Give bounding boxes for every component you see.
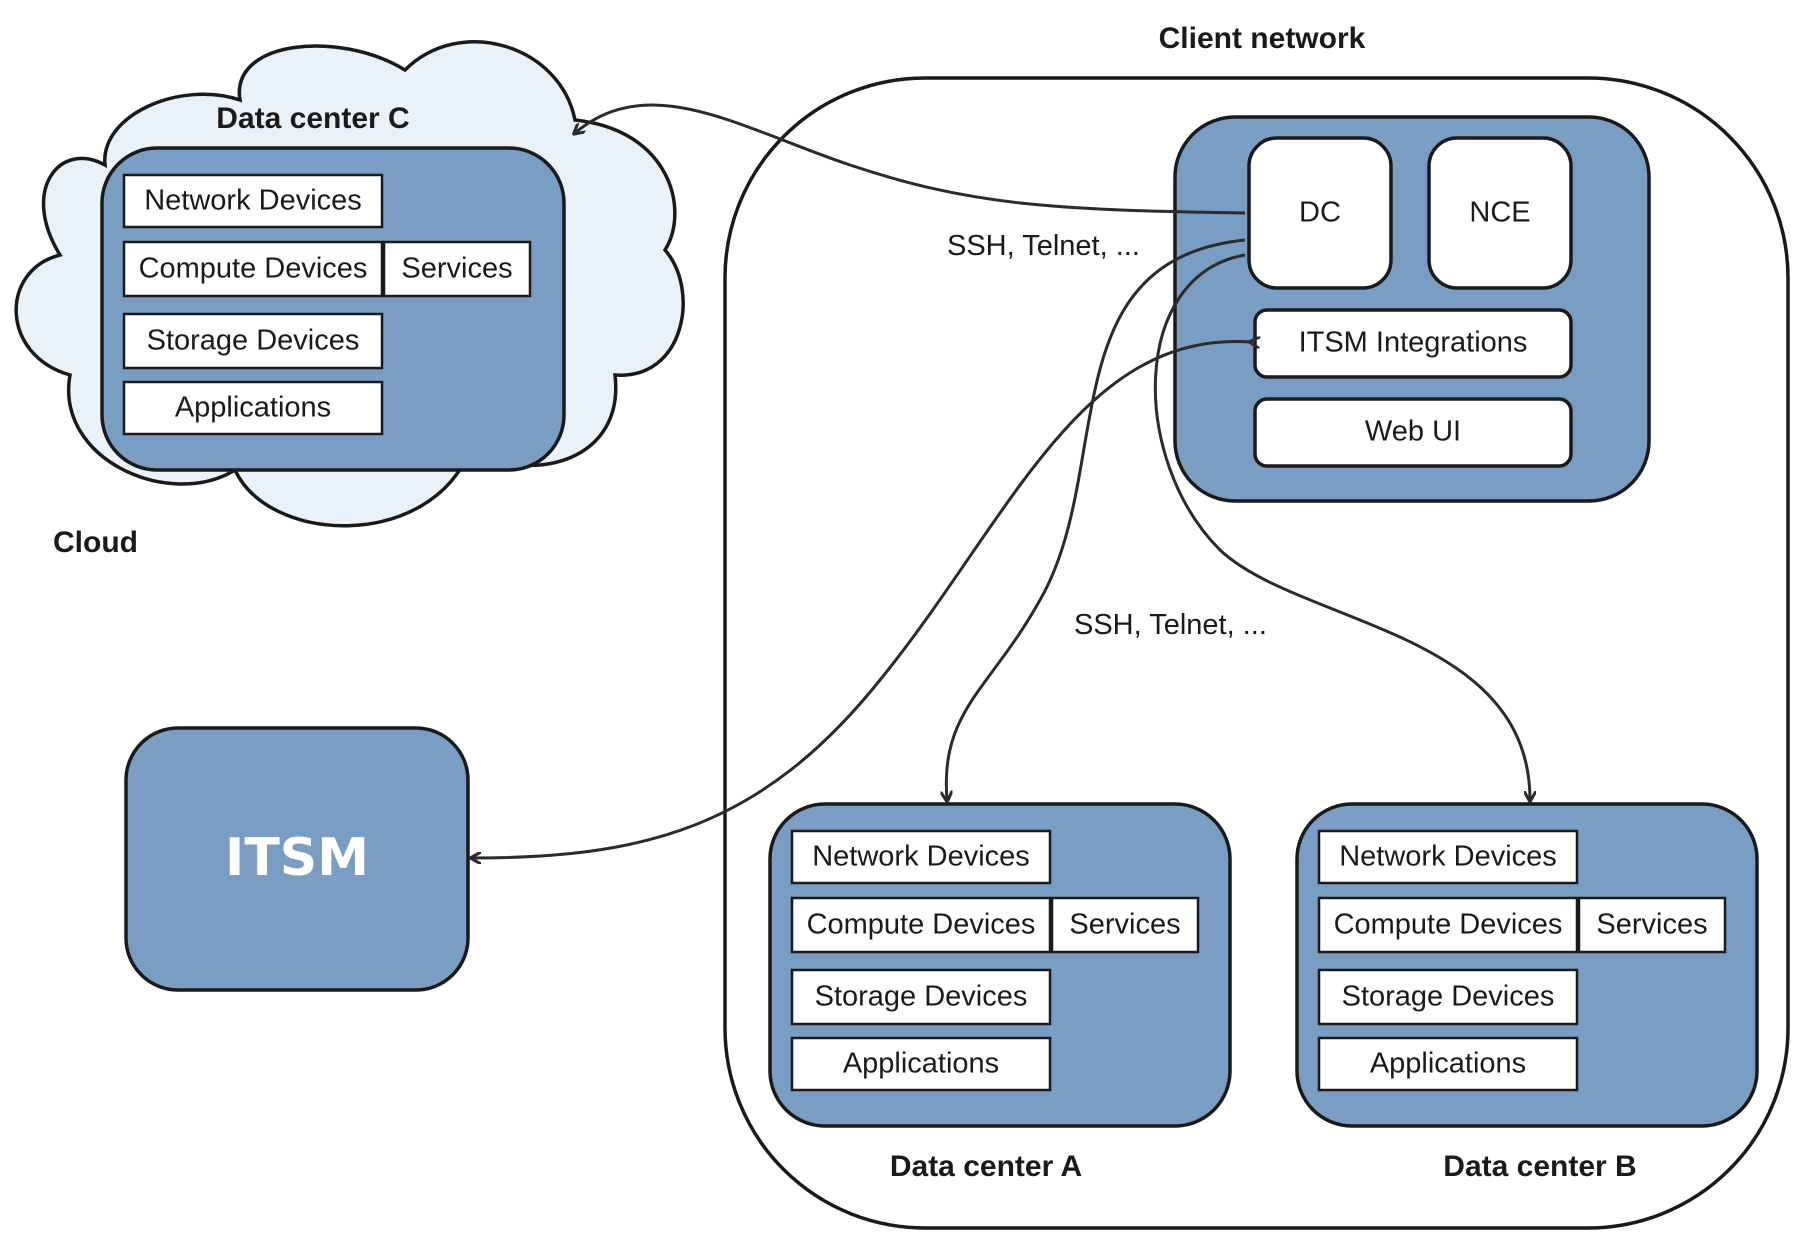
network-devices-cell: Network Devices: [1317, 829, 1579, 885]
network-devices-cell: Network Devices: [790, 829, 1052, 885]
arrow-itsm-integrations-to-itsm: [472, 341, 1251, 858]
management-hub: DC NCE ITSM Integrations Web UI: [1173, 115, 1651, 503]
data-center-c: Data center C Network Devices Compute De…: [100, 102, 566, 472]
data-center-b-title: Data center B: [1443, 1150, 1636, 1183]
data-center-b: Network Devices Compute Devices Services…: [1295, 802, 1759, 1183]
svg-text:Network Devices: Network Devices: [812, 841, 1030, 873]
compute-devices-cell: Compute Devices: [122, 240, 384, 298]
svg-text:Storage Devices: Storage Devices: [1342, 981, 1555, 1013]
svg-text:Compute Devices: Compute Devices: [139, 253, 368, 285]
network-devices-cell: Network Devices: [122, 173, 384, 229]
svg-text:Services: Services: [1596, 909, 1707, 941]
protocol-label-upper: SSH, Telnet, ...: [947, 230, 1140, 262]
svg-text:Services: Services: [1069, 909, 1180, 941]
svg-text:Services: Services: [401, 253, 512, 285]
applications-cell: Applications: [790, 1036, 1052, 1092]
data-center-c-title: Data center C: [216, 102, 409, 135]
dc-node: DC: [1247, 136, 1393, 290]
svg-text:ITSM Integrations: ITSM Integrations: [1299, 327, 1528, 359]
storage-devices-cell: Storage Devices: [1317, 968, 1579, 1026]
services-cell: Services: [1050, 896, 1200, 954]
client-network-label: Client network: [1159, 22, 1366, 55]
svg-text:NCE: NCE: [1469, 197, 1530, 229]
svg-text:Storage Devices: Storage Devices: [815, 981, 1028, 1013]
cloud-label: Cloud: [53, 526, 138, 559]
svg-text:Applications: Applications: [843, 1048, 999, 1080]
svg-text:Applications: Applications: [175, 392, 331, 424]
services-cell: Services: [382, 240, 532, 298]
storage-devices-cell: Storage Devices: [790, 968, 1052, 1026]
svg-text:Web UI: Web UI: [1365, 416, 1461, 448]
services-cell: Services: [1577, 896, 1727, 954]
svg-text:DC: DC: [1299, 197, 1341, 229]
itsm-box: [124, 726, 470, 992]
protocol-label-lower: SSH, Telnet, ...: [1074, 609, 1267, 641]
arrow-dc-to-data-center-c: [575, 103, 1246, 215]
itsm-label: ITSM: [225, 828, 369, 888]
compute-devices-cell: Compute Devices: [1317, 896, 1579, 954]
compute-devices-cell: Compute Devices: [790, 896, 1052, 954]
svg-text:Applications: Applications: [1370, 1048, 1526, 1080]
data-center-a-title: Data center A: [890, 1150, 1082, 1183]
data-center-a: Network Devices Compute Devices Services…: [768, 802, 1232, 1183]
applications-cell: Applications: [122, 380, 384, 436]
svg-text:Compute Devices: Compute Devices: [1334, 909, 1563, 941]
nce-node: NCE: [1427, 136, 1573, 290]
svg-text:Storage Devices: Storage Devices: [147, 325, 360, 357]
storage-devices-cell: Storage Devices: [122, 312, 384, 370]
web-ui-node: Web UI: [1253, 397, 1573, 468]
svg-text:Network Devices: Network Devices: [144, 185, 362, 217]
itsm-node: ITSM: [124, 726, 470, 992]
svg-text:Network Devices: Network Devices: [1339, 841, 1557, 873]
itsm-integrations-node: ITSM Integrations: [1253, 308, 1573, 379]
applications-cell: Applications: [1317, 1036, 1579, 1092]
svg-text:Compute Devices: Compute Devices: [807, 909, 1036, 941]
